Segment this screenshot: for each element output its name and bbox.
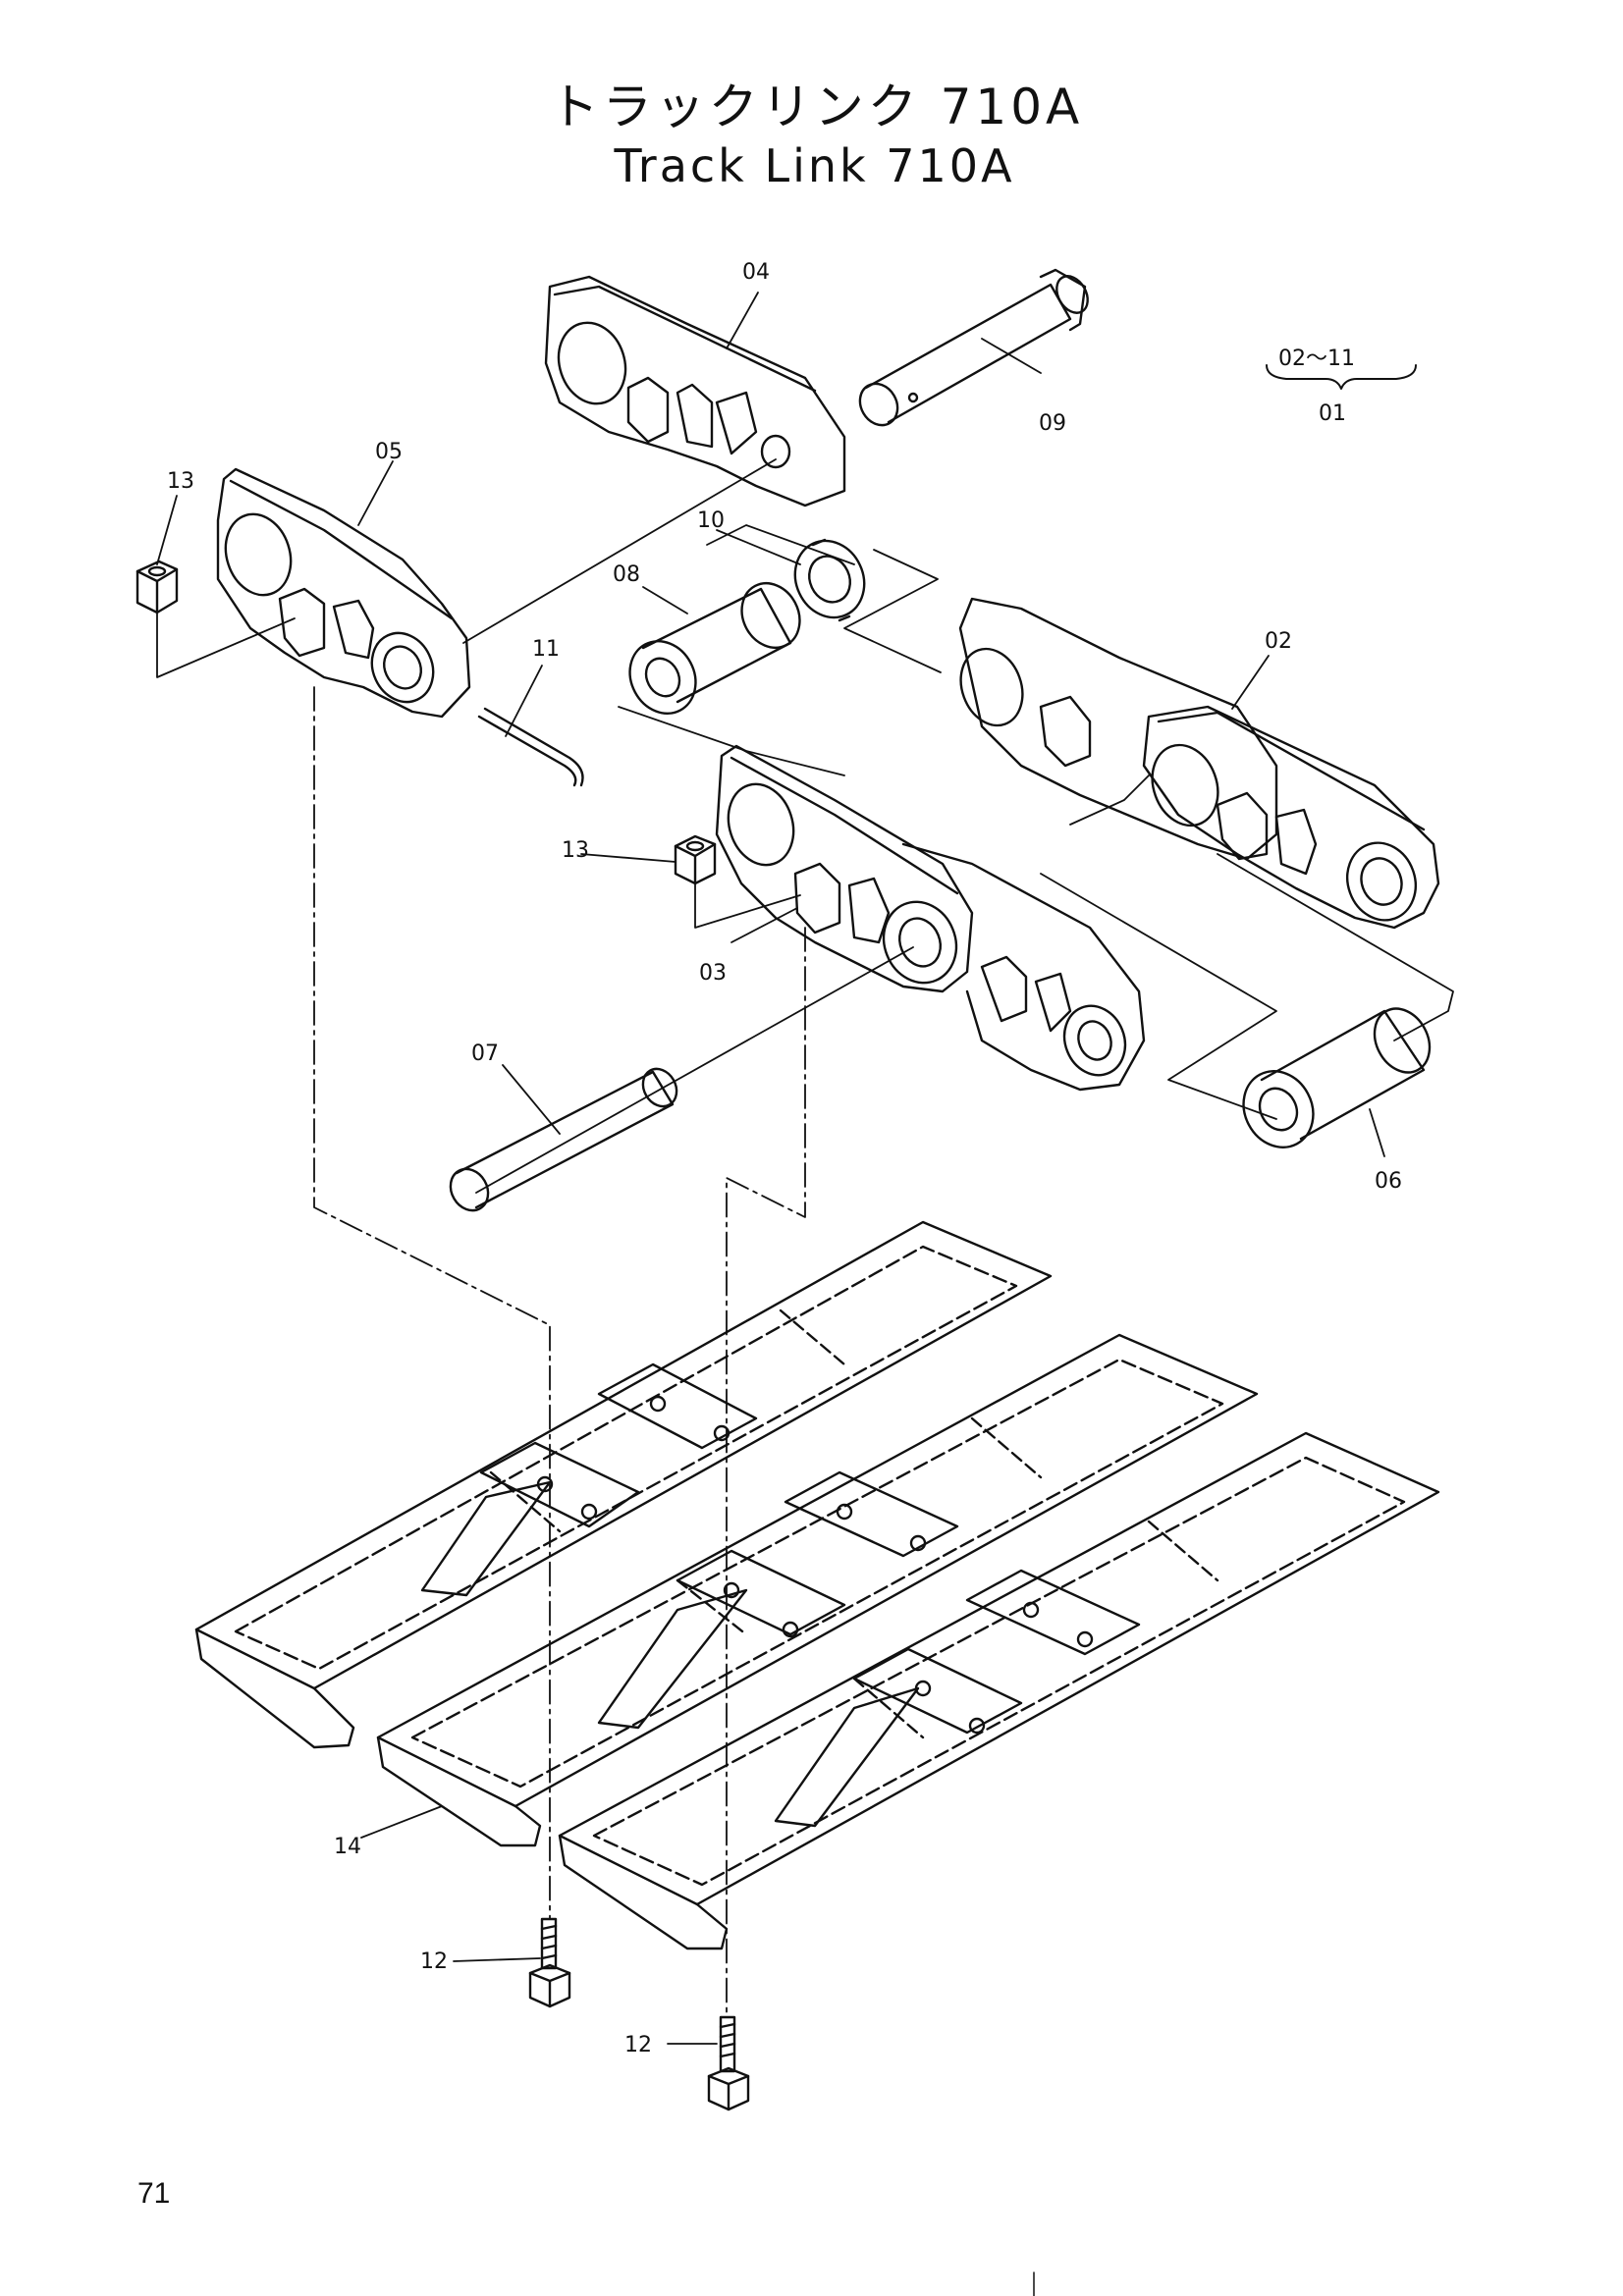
leader-lines <box>156 292 1385 2045</box>
pin-07 <box>449 1067 678 1212</box>
callout-04: 04 <box>742 260 770 285</box>
title-english: Track Link 710A <box>614 139 1015 192</box>
bolt-12-left <box>528 1917 571 2008</box>
spring-pin-11 <box>477 707 584 787</box>
callout-10: 10 <box>697 508 725 533</box>
callout-12-right: 12 <box>624 2033 652 2057</box>
callout-13-upper: 13 <box>167 469 194 494</box>
assembly-lines <box>156 458 1454 2018</box>
callout-11: 11 <box>532 637 560 662</box>
callout-03: 03 <box>699 961 727 986</box>
link-03 <box>715 744 1146 1092</box>
title-japanese: トラックリンク 710A <box>549 79 1084 135</box>
seal-10 <box>793 538 866 622</box>
assembly-note-denominator: 01 <box>1319 401 1346 426</box>
nut-13-middle <box>674 834 717 885</box>
bushing-08 <box>628 582 801 715</box>
callout-05: 05 <box>375 440 403 464</box>
callout-labels: 04 09 05 13 10 08 11 02 13 03 07 06 14 1… <box>167 260 1402 2057</box>
callout-06: 06 <box>1375 1169 1402 1194</box>
page-number: 71 <box>137 2177 171 2210</box>
track-shoe-middle <box>376 1333 1259 1847</box>
bushing-06 <box>1242 1007 1432 1148</box>
callout-12-left: 12 <box>420 1949 448 1974</box>
callout-07: 07 <box>471 1041 499 1066</box>
link-05 <box>216 467 471 719</box>
link-02 <box>958 597 1440 930</box>
bolt-12-right <box>707 2015 750 2111</box>
callout-02: 02 <box>1265 629 1292 654</box>
callout-08: 08 <box>613 562 640 587</box>
track-shoe-back <box>194 1220 1053 1749</box>
callout-13-middle: 13 <box>562 838 589 863</box>
assembly-note: 02～11 01 <box>1266 347 1417 426</box>
track-shoe-front <box>558 1431 1440 1950</box>
nut-13-upper <box>135 560 179 614</box>
link-04 <box>544 275 846 507</box>
pin-09 <box>858 268 1089 427</box>
assembly-note-numerator: 02～11 <box>1278 347 1355 371</box>
callout-14: 14 <box>334 1835 361 1859</box>
title-block: トラックリンク 710A Track Link 710A <box>0 77 1623 194</box>
callout-09: 09 <box>1039 411 1066 436</box>
